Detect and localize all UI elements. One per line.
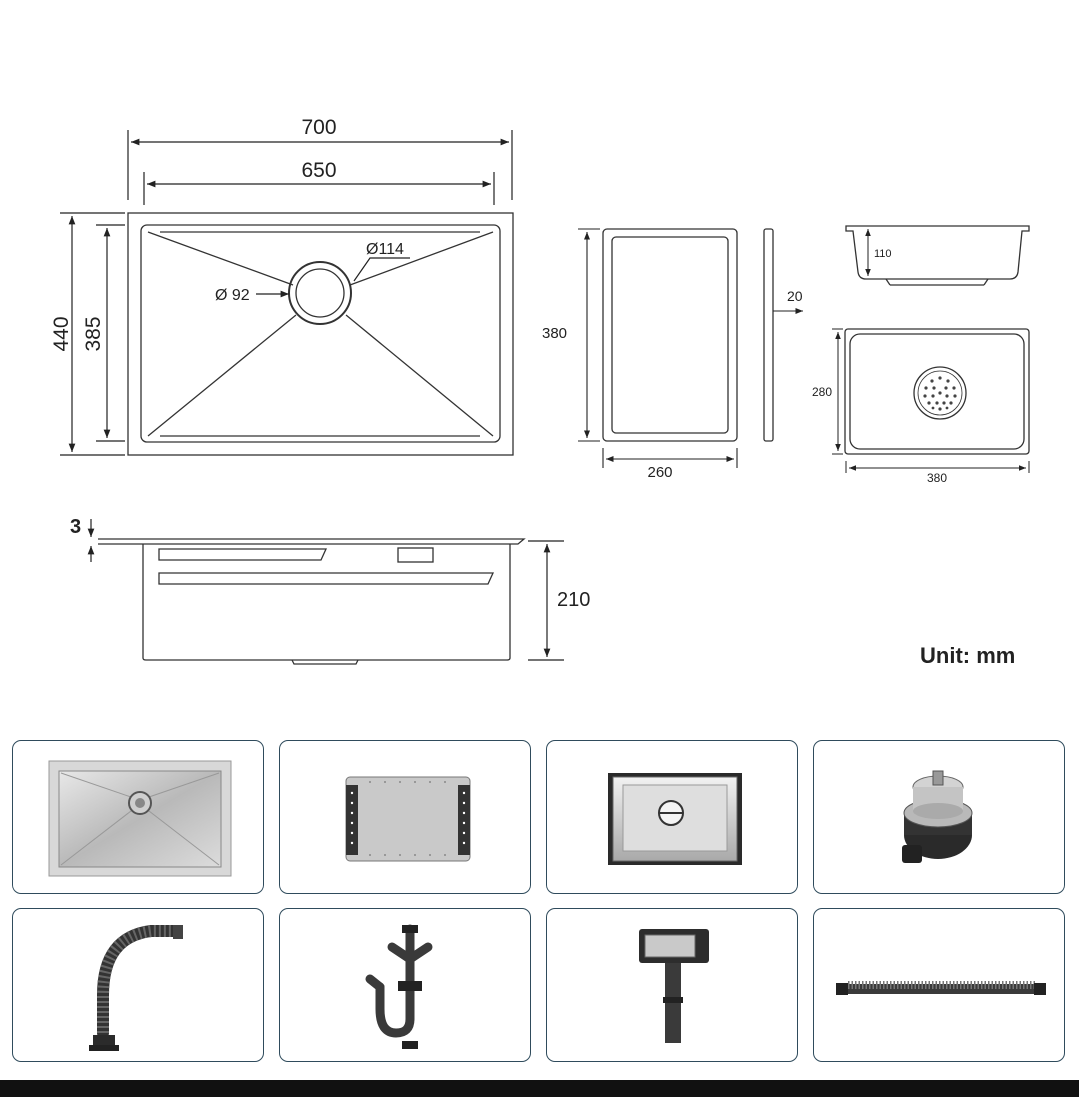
technical-drawing: 700 650 440 385 Ø114 Ø 92 380 260 20 [50, 116, 1030, 668]
dim-650: 650 [301, 159, 336, 182]
overflow-drain-image [639, 929, 709, 1043]
unit-label: Unit: mm [920, 643, 1015, 668]
drain-basket-top-view [844, 328, 1030, 455]
accessory-card-sink-bowl[interactable] [12, 740, 264, 894]
dim-drain-outer: Ø114 [366, 241, 404, 258]
width-dimensions [127, 130, 513, 205]
flexible-drain-hose-image [89, 925, 183, 1051]
drain-basket-side-view [845, 225, 1030, 286]
bottom-bar [0, 1080, 1079, 1097]
dim-basket-depth: 280 [812, 385, 832, 399]
accessory-card-corrugated-pipe[interactable] [813, 908, 1065, 1062]
drain-leaders [256, 257, 410, 298]
accessory-card-overflow-drain[interactable] [546, 908, 798, 1062]
sink-front-view [98, 538, 526, 665]
basket-dimensions [832, 328, 1030, 473]
dim-rim-thickness: 3 [70, 516, 81, 538]
accessory-card-cutting-board[interactable] [279, 740, 531, 894]
dim-board-length: 380 [542, 325, 567, 342]
accessory-card-p-trap[interactable] [279, 908, 531, 1062]
accessory-card-drain-basket[interactable] [546, 740, 798, 894]
dim-board-width: 260 [647, 464, 672, 481]
drain-strainer-image [902, 770, 973, 863]
cutting-board-dimensions [578, 228, 803, 468]
dim-board-thickness: 20 [787, 288, 803, 304]
depth-dimensions [60, 212, 125, 456]
dim-385: 385 [82, 316, 105, 351]
cutting-board-top-view [602, 228, 774, 442]
cutting-board-image [345, 776, 471, 862]
strainer-holes [923, 376, 957, 411]
dim-700: 700 [301, 116, 336, 139]
accessory-card-drain-strainer[interactable] [813, 740, 1065, 894]
sink-top-view [127, 212, 514, 456]
dim-440: 440 [50, 316, 73, 351]
dim-sink-height: 210 [557, 589, 590, 611]
dim-basket-width: 380 [927, 471, 947, 485]
dim-basket-height: 110 [874, 248, 892, 260]
front-view-dimensions [87, 519, 564, 661]
accessory-card-flexible-drain-hose[interactable] [12, 908, 264, 1062]
p-trap-image [365, 924, 433, 1049]
dim-drain-inner: Ø 92 [215, 287, 250, 304]
corrugated-pipe-image [836, 981, 1046, 995]
drain-basket-image [608, 773, 742, 865]
sink-bowl-image [48, 760, 232, 877]
